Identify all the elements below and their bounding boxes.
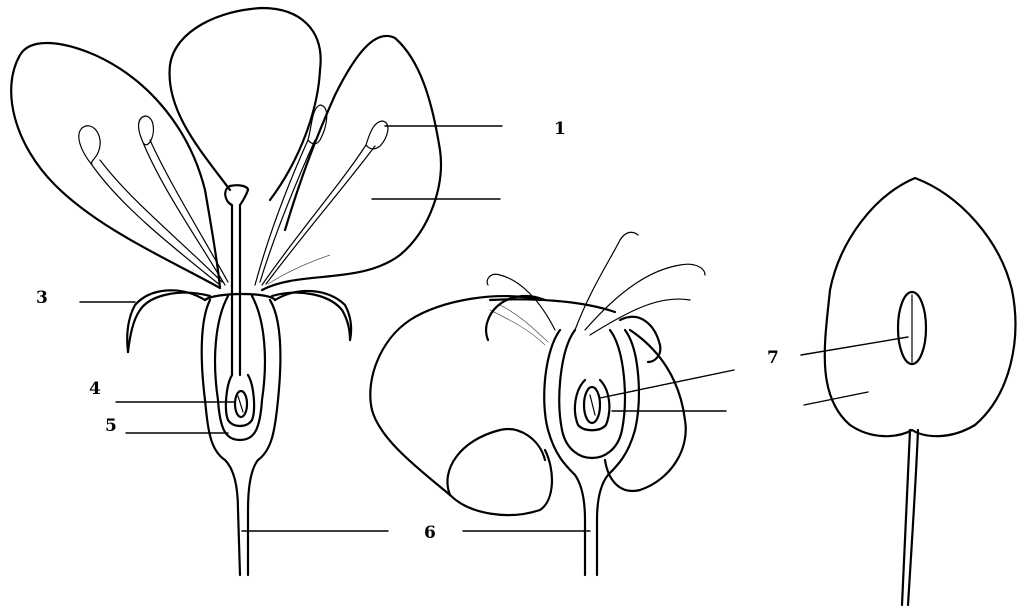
left-style [225, 185, 248, 375]
label-4: 4 [89, 381, 101, 398]
stamen-4 [262, 121, 388, 285]
middle-stamen-1 [487, 274, 555, 330]
left-flower-petal-middle [170, 8, 321, 200]
leader-7-right [801, 337, 908, 355]
label-5: 5 [105, 418, 117, 435]
middle-flower [370, 232, 705, 575]
label-3: 3 [36, 290, 48, 307]
middle-receptacle-right [597, 330, 639, 575]
left-flower-petal-left [11, 43, 220, 288]
middle-receptacle-left [544, 330, 585, 575]
label-6: 6 [424, 525, 436, 542]
left-sepal-left [127, 290, 205, 352]
middle-sepal-right [620, 317, 660, 362]
left-flower-petal-right [262, 36, 441, 290]
left-flower [11, 8, 441, 575]
middle-wilted-petal-vein-1 [490, 310, 545, 345]
middle-sepal-left [486, 296, 545, 340]
label-1: 1 [554, 121, 566, 138]
left-sepal-right [275, 291, 351, 340]
label-7: 7 [767, 350, 779, 367]
leader-8-right [804, 392, 868, 405]
middle-stamen-2 [575, 232, 638, 330]
fruit-outline [825, 178, 1016, 436]
right-fruit [825, 178, 1016, 605]
stamen-4-inner [266, 146, 375, 284]
middle-wilted-petal-center [447, 429, 545, 495]
left-ovule-detail [238, 396, 243, 412]
middle-wilted-petal-vein-2 [500, 305, 548, 342]
left-sepal-left-inner [128, 293, 210, 352]
stamen-3-inner [260, 140, 315, 282]
middle-ovary-wall-left [559, 330, 592, 458]
middle-seed-detail [590, 395, 595, 415]
left-receptacle [202, 300, 240, 575]
leader-7-middle [600, 370, 734, 398]
